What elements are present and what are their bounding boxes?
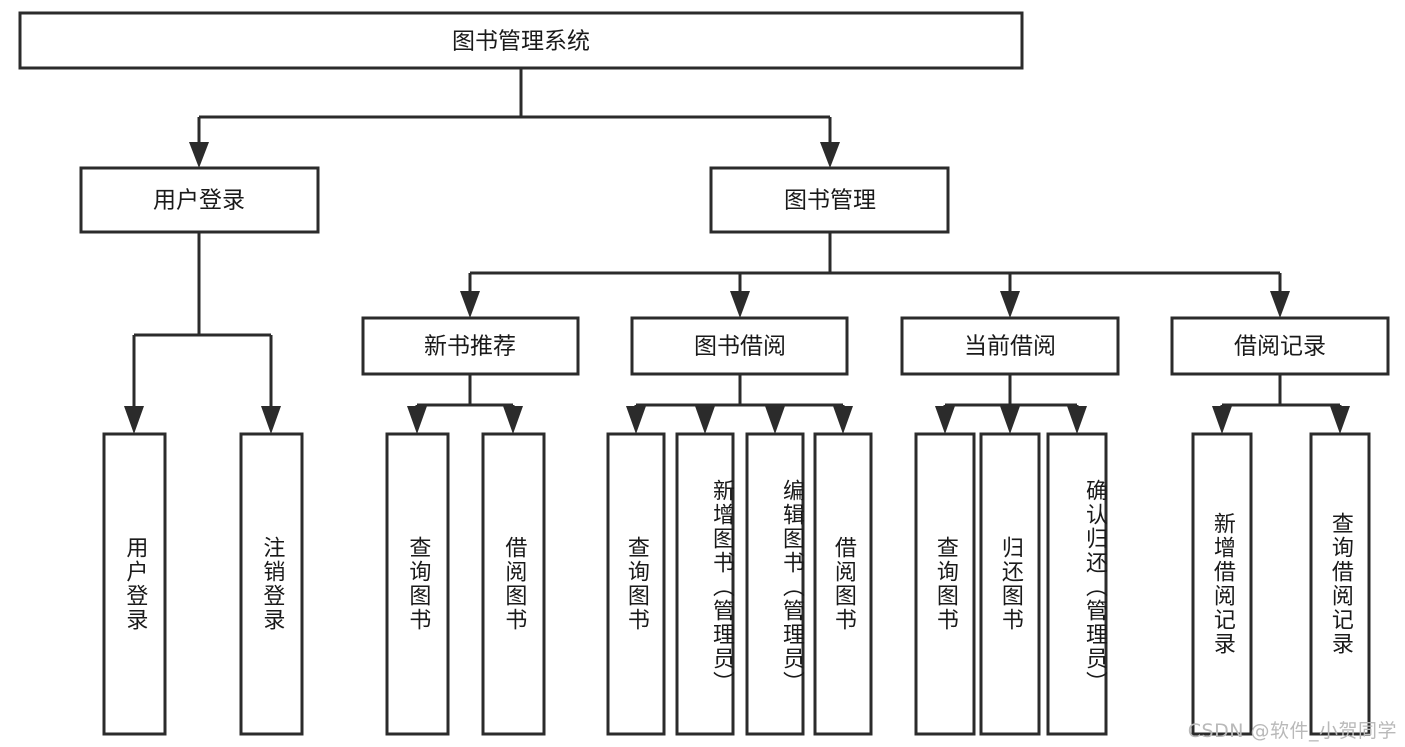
connector-group-book-manage: [460, 232, 1290, 318]
arrow-head-leaf-nbr-1: [407, 406, 427, 434]
node-root-box[interactable]: [18, 11, 1024, 70]
leaf-box-bb-2[interactable]: [675, 432, 735, 736]
node-new-book-recommend-box[interactable]: [361, 316, 580, 376]
leaf-box-nbr-1[interactable]: [385, 432, 450, 736]
node-current-borrow[interactable]: 当前借阅: [900, 316, 1120, 376]
node-root-label: 图书管理系统: [452, 29, 590, 55]
arrow-head-leaf-nbr-2: [503, 406, 523, 434]
arrow-head-leaf-bb-2: [695, 406, 715, 434]
node-user-login-box[interactable]: [79, 166, 320, 234]
arrow-head-leaf-user-login-2: [261, 406, 281, 434]
connector-group-user-login: [124, 232, 281, 434]
node-book-manage[interactable]: 图书管理: [709, 166, 950, 234]
leaf-box-user-login-2[interactable]: [239, 432, 304, 736]
node-user-login-label: 用户登录: [153, 188, 245, 214]
node-borrow-record-box[interactable]: [1170, 316, 1390, 376]
arrow-head-leaf-br-2: [1330, 406, 1350, 434]
arrow-head-leaf-br-1: [1212, 406, 1232, 434]
arrow-head-current-borrow: [1000, 291, 1020, 318]
leaf-box-bb-4[interactable]: [813, 432, 873, 736]
leaf-box-nbr-2[interactable]: [481, 432, 546, 736]
arrow-head-user-login: [189, 142, 209, 168]
node-new-book-recommend[interactable]: 新书推荐: [361, 316, 580, 376]
node-new-book-recommend-label: 新书推荐: [424, 334, 516, 360]
node-current-borrow-label: 当前借阅: [964, 334, 1056, 360]
arrow-head-leaf-cb-1: [935, 406, 955, 434]
leaf-box-br-2[interactable]: [1309, 432, 1371, 736]
connector-group-book-borrow: [626, 374, 853, 434]
node-root[interactable]: 图书管理系统: [18, 11, 1024, 70]
leaf-box-user-login-1[interactable]: [102, 432, 167, 736]
leaf-box-bb-1[interactable]: [606, 432, 666, 736]
leaf-box-br-1[interactable]: [1191, 432, 1253, 736]
leaf-box-bb-3[interactable]: [745, 432, 805, 736]
arrow-head-leaf-user-login-1: [124, 406, 144, 434]
node-borrow-record[interactable]: 借阅记录: [1170, 316, 1390, 376]
node-book-borrow-label: 图书借阅: [694, 334, 786, 360]
connector-group-current-borrow: [935, 374, 1087, 434]
csdn-watermark: CSDN @软件_小贺同学: [1187, 720, 1397, 742]
arrow-head-book-manage: [820, 142, 840, 168]
arrow-head-new-book-recommend: [460, 291, 480, 318]
connector-group-root: [189, 68, 840, 168]
node-book-borrow[interactable]: 图书借阅: [630, 316, 849, 376]
arrow-head-leaf-bb-4: [833, 406, 853, 434]
arrow-head-borrow-record: [1270, 291, 1290, 318]
node-book-manage-label: 图书管理: [784, 188, 876, 214]
arrow-head-leaf-cb-3: [1067, 406, 1087, 434]
arrow-head-leaf-bb-3: [765, 406, 785, 434]
leaf-box-cb-3[interactable]: [1046, 432, 1108, 736]
node-current-borrow-box[interactable]: [900, 316, 1120, 376]
leaf-box-cb-2[interactable]: [979, 432, 1041, 736]
connector-group-borrow-record: [1212, 374, 1350, 434]
node-book-borrow-box[interactable]: [630, 316, 849, 376]
node-book-manage-box[interactable]: [709, 166, 950, 234]
arrow-head-book-borrow: [730, 291, 750, 318]
arrow-head-leaf-cb-2: [1000, 406, 1020, 434]
node-borrow-record-label: 借阅记录: [1234, 334, 1326, 360]
arrow-head-leaf-bb-1: [626, 406, 646, 434]
node-user-login[interactable]: 用户登录: [79, 166, 320, 234]
leaf-box-cb-1[interactable]: [914, 432, 976, 736]
connector-group-new-book-recommend: [407, 374, 523, 434]
